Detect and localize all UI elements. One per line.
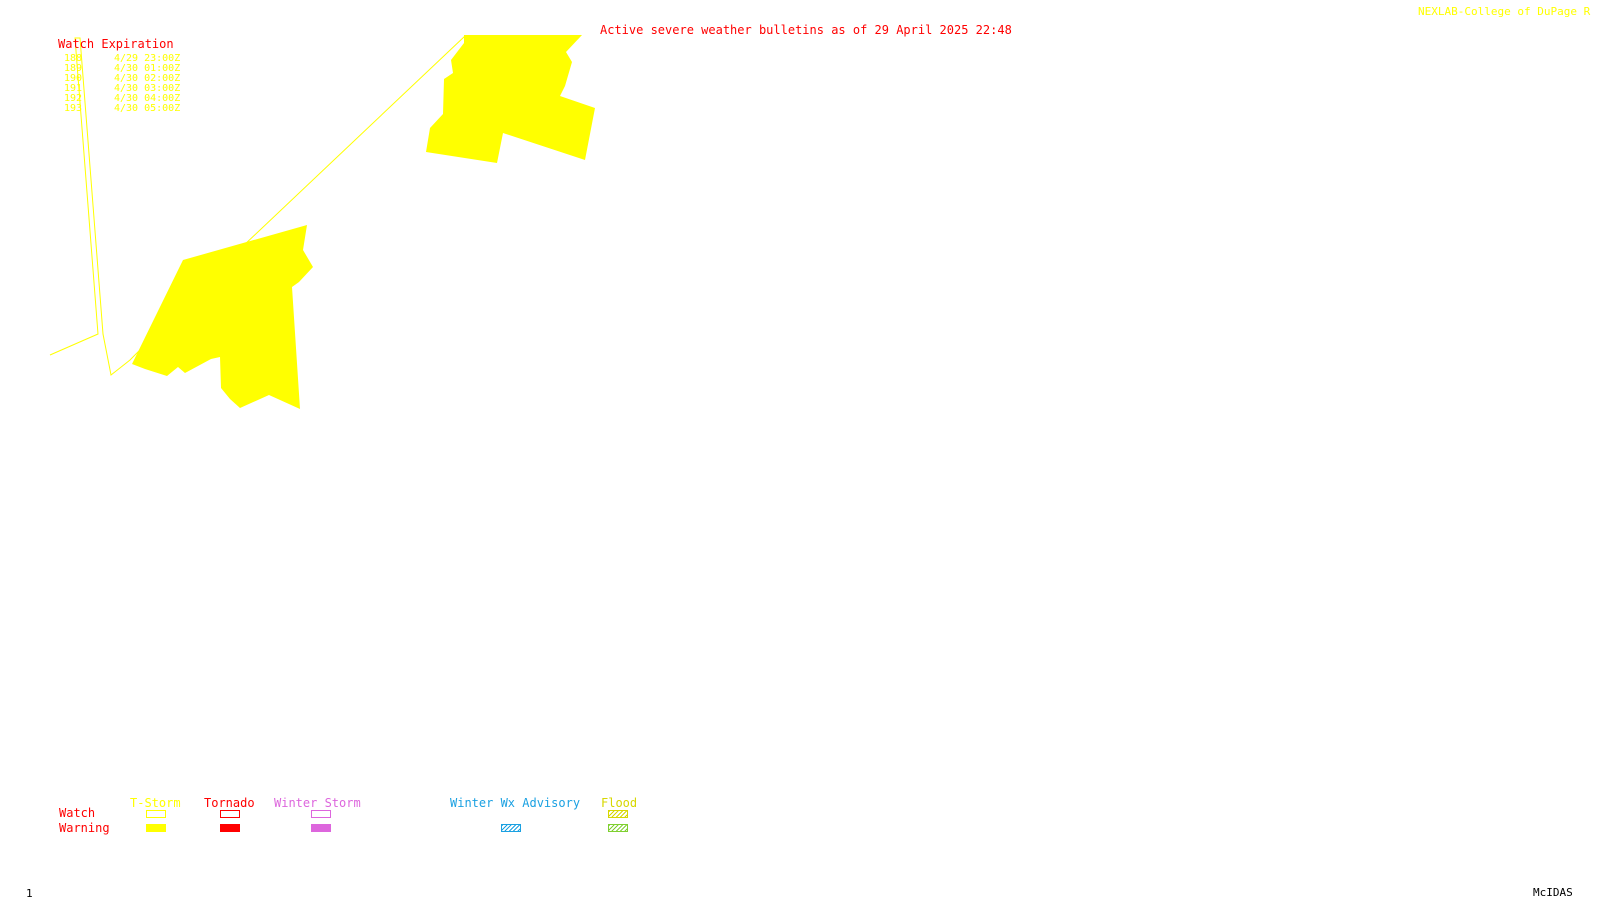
page-title: Active severe weather bulletins as of 29…: [600, 23, 1012, 37]
winter-storm-warning-swatch: [311, 824, 331, 832]
watch-expiration-time: 4/30 02:00Z: [114, 73, 181, 84]
watch-expiration-time: 4/30 01:00Z: [114, 63, 181, 74]
watch-number: 191: [64, 83, 83, 94]
tstorm-warning-south: [132, 225, 313, 409]
legend-watch-row-label: Watch: [59, 806, 96, 820]
watch-number: 193: [64, 103, 83, 114]
legend-winter-wx-advisory-label: Winter Wx Advisory: [450, 796, 581, 810]
watch-row: 191 4/30 03:00Z: [64, 84, 180, 94]
watch-row: 192 4/30 04:00Z: [64, 94, 180, 104]
watch-expiration-time: 4/29 23:00Z: [114, 53, 181, 64]
tornado-watch-swatch: [220, 810, 240, 818]
legend-flood-label: Flood: [601, 796, 638, 810]
tstorm-warning-swatch: [146, 824, 166, 832]
watch-number: 192: [64, 93, 83, 104]
watch-expiration-time: 4/30 05:00Z: [114, 103, 181, 114]
tornado-warning-swatch: [220, 824, 240, 832]
winter-storm-watch-swatch: [311, 810, 331, 818]
legend-tstorm-label: T-Storm: [130, 796, 181, 810]
frame-number: 1: [26, 887, 33, 900]
watch-expiration-list: 188 4/29 23:00Z 189 4/30 01:00Z 190 4/30…: [64, 54, 180, 114]
winter-wx-advisory-swatch: [501, 824, 521, 832]
legend-warning-row-label: Warning: [59, 821, 110, 835]
legend-winter-storm-label: Winter Storm: [274, 796, 361, 810]
flood-watch-swatch: [608, 810, 628, 818]
tstorm-warning-north: [426, 35, 595, 163]
legend-tornado-label: Tornado: [204, 796, 255, 810]
tstorm-watch-swatch: [146, 810, 166, 818]
watch-row: 189 4/30 01:00Z: [64, 64, 180, 74]
software-label: McIDAS: [1533, 886, 1573, 899]
watch-expiration-time: 4/30 03:00Z: [114, 83, 181, 94]
watch-expiration-title: Watch Expiration: [58, 37, 174, 51]
watch-number: 190: [64, 73, 83, 84]
flood-warning-swatch: [608, 824, 628, 832]
watch-number: 189: [64, 63, 83, 74]
watch-row: 190 4/30 02:00Z: [64, 74, 180, 84]
watch-expiration-time: 4/30 04:00Z: [114, 93, 181, 104]
watch-row: 188 4/29 23:00Z: [64, 54, 180, 64]
data-source-credit: NEXLAB-College of DuPage R: [1418, 5, 1591, 18]
watch-number: 188: [64, 53, 83, 64]
watch-row: 193 4/30 05:00Z: [64, 104, 180, 114]
